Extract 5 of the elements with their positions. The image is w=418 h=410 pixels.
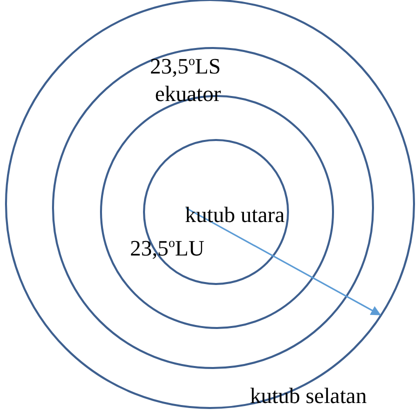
arrow <box>186 207 381 316</box>
latitude-circle <box>52 47 374 369</box>
latitude-label: ekuator <box>155 83 221 105</box>
latitude-label: 23,5$^{o}$LS <box>150 54 221 78</box>
latitude-circle <box>5 0 415 409</box>
